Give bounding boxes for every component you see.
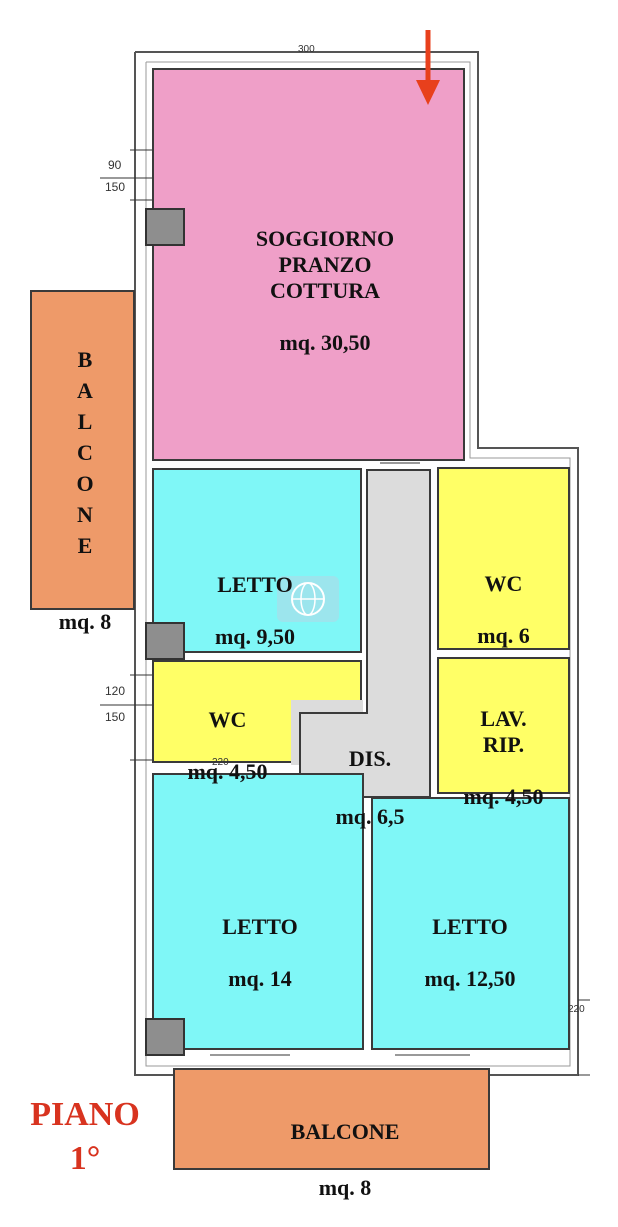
room-letto-1 [152,468,362,653]
room-balcone-bottom [173,1068,490,1170]
label-balcone-bottom: BALCONE mq. 8 [230,1093,460,1227]
pillar [145,622,185,660]
room-letto-2 [152,773,364,1050]
dim-door-top: 120 [105,684,126,698]
letto-2-area: mq. 14 [228,966,292,991]
letto-3-area: mq. 12,50 [424,966,516,991]
label-wc-2: WC mq. 4,50 [160,681,295,811]
label-dis: DIS. mq. 6,5 [315,720,425,856]
pillar [145,208,185,246]
wc-1-area: mq. 6 [477,623,530,648]
label-lav-rip: LAV. RIP. mq. 4,50 [447,680,560,836]
room-letto-3 [371,797,570,1050]
entry-arrow-icon [416,30,440,105]
room-soggiorno [152,68,465,461]
letto-2-name: LETTO [222,914,298,939]
wc-2-area: mq. 4,50 [187,759,268,784]
dim-window-top: 90 [108,158,122,172]
label-balcone-left: B A L C O N E mq. 8 [35,318,135,661]
label-letto-2: LETTO mq. 14 [180,888,340,1018]
lav-rip-name: LAV. RIP. [480,706,527,757]
label-wc-1: WC mq. 6 [447,545,560,675]
label-letto-1: LETTO mq. 9,50 [180,546,330,676]
pillar [145,1018,185,1056]
outer-wall [134,51,579,1076]
balcone-bottom-name: BALCONE [290,1119,400,1144]
letto-1-name: LETTO [217,572,293,597]
inner-wall [145,61,571,1067]
dim-top-wall: 300 [298,44,315,55]
balcone-bottom-area: mq. 8 [318,1175,372,1200]
wc-2-name: WC [208,707,247,732]
watermark-logo [277,576,339,622]
letto-3-name: LETTO [432,914,508,939]
soggiorno-area: mq. 30,50 [279,330,371,355]
room-wc-1 [437,467,570,650]
lav-rip-area: mq. 4,50 [463,784,544,809]
dim-door-bottom: 150 [105,710,126,724]
floor-title: PIANO 1° [30,1096,140,1177]
dim-wc-sill: 220 [212,757,229,768]
balcone-left-name: B A L C O N E [76,347,94,558]
letto-1-area: mq. 9,50 [214,624,296,649]
wc-1-name: WC [484,571,523,596]
dis-area: mq. 6,5 [335,804,405,829]
soggiorno-name: SOGGIORNO PRANZO COTTURA [255,226,395,303]
dis-name: DIS. [348,746,392,771]
label-letto-3: LETTO mq. 12,50 [390,888,550,1018]
dim-window-bottom: 150 [105,180,126,194]
room-lav-rip [437,657,570,794]
label-soggiorno: SOGGIORNO PRANZO COTTURA mq. 30,50 [200,200,450,382]
balcone-left-area: mq. 8 [58,609,112,634]
room-balcone-left [30,290,135,610]
dim-right-wall: 220 [568,1004,585,1015]
